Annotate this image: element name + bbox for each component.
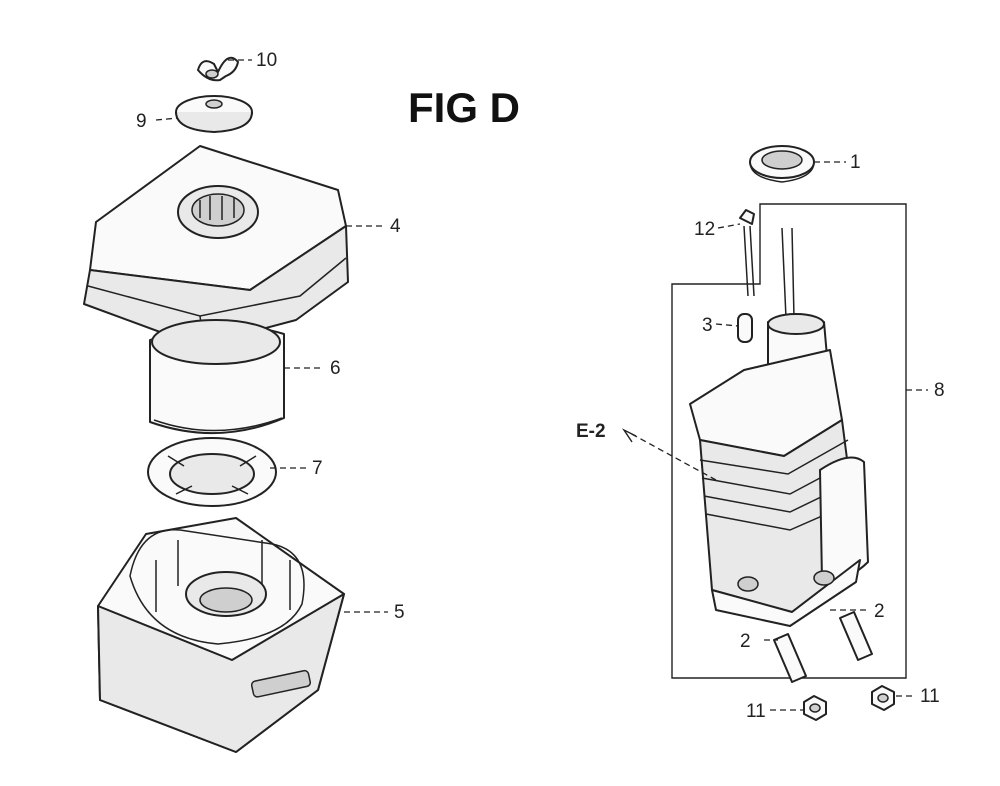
callout-5: 5 [394,602,405,623]
callout-2-left: 2 [740,631,751,652]
air-cleaner-cover-part-4 [83,145,349,347]
figure-title: FIG D [408,84,520,131]
wing-nut-part-10 [197,56,239,82]
pin-part-2-left [773,633,807,683]
pin-part-2-right [839,611,873,661]
air-filter-element-part-6 [149,319,285,434]
reference-label: E-2 [576,421,606,442]
nut-part-11-right [871,685,895,711]
callout-11-left: 11 [746,701,766,722]
callout-1: 1 [850,152,861,173]
seal-ring-part-1 [749,145,815,183]
air-cleaner-case-part-5 [97,517,345,753]
callout-2-right: 2 [874,601,885,622]
nut-part-11-left [803,695,827,721]
seal-washer-part-9 [175,95,253,133]
callout-10: 10 [256,50,277,71]
callout-3: 3 [702,315,713,336]
callout-7: 7 [312,458,323,479]
unit-body-part-8 [689,227,869,627]
dowel-part-3 [737,313,753,343]
callout-11-right: 11 [920,686,940,707]
bolt-part-12 [739,209,755,297]
callout-12: 12 [694,219,715,240]
bracket-part-8 [671,203,907,679]
element-grid-part-7 [147,437,277,507]
callout-6: 6 [330,358,341,379]
callout-8: 8 [934,380,945,401]
callout-4: 4 [390,216,401,237]
callout-9: 9 [136,111,147,132]
